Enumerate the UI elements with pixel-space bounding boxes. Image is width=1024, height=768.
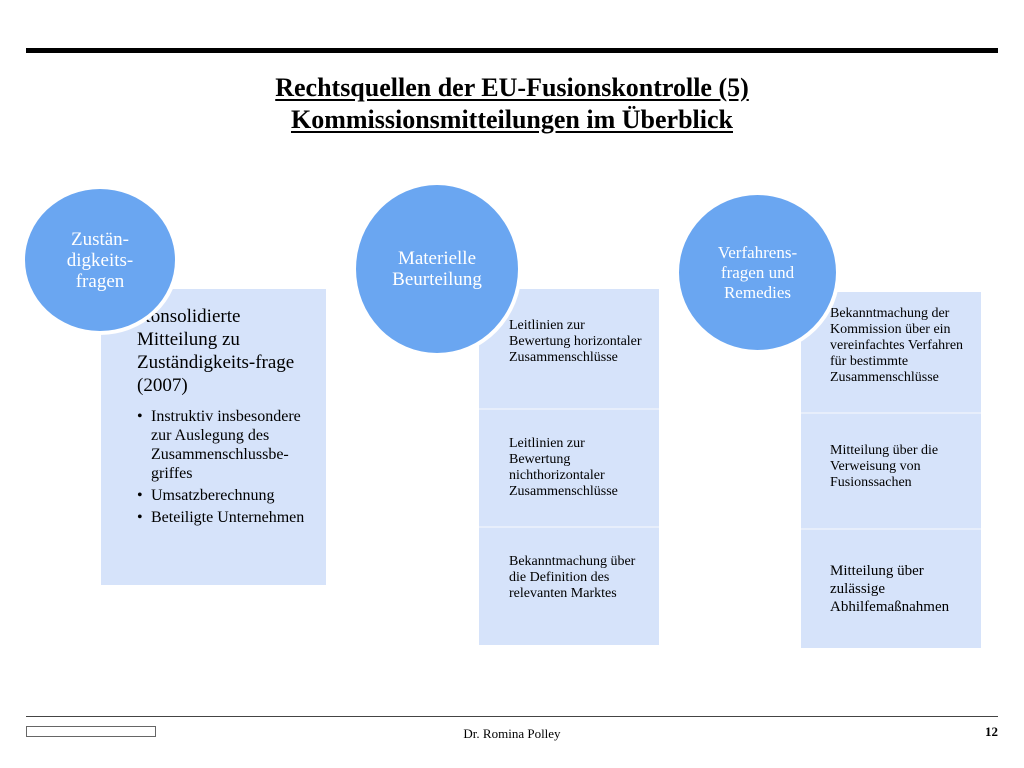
panel-heading-konsolidierte-mitteilung: Konsolidierte Mitteilung zu Zuständigkei… — [137, 306, 295, 396]
footer-box — [26, 726, 156, 737]
divider-box — [479, 526, 659, 645]
footer-author: Dr. Romina Polley — [463, 726, 561, 741]
bullet-item: Umsatzberechnung — [137, 486, 315, 505]
item-referral: Mitteilung über die Verweisung von Fusio… — [830, 443, 939, 490]
circle-label: Verfahrens- fragen und Remedies — [717, 242, 798, 302]
page-number: 12 — [985, 724, 998, 739]
footer-rule — [26, 716, 998, 717]
circle-label: Zustän- digkeits- fragen — [66, 228, 134, 292]
title-line-2: Kommissionsmitteilungen im Überblick — [290, 105, 733, 134]
item-market-definition: Bekanntmachung über die Definition des r… — [509, 554, 636, 601]
bullet-item: Beteiligte Unternehmen — [137, 508, 315, 527]
item-horizontal-guidelines: Leitlinien zur Bewertung horizontaler Zu… — [509, 318, 642, 365]
slide-title: Rechtsquellen der EU-Fusionskontrolle (5… — [0, 72, 1024, 136]
item-remedies: Mitteilung über zulässige Abhilfemaßnahm… — [830, 563, 950, 615]
bullet-list: Instruktiv insbesondere zur Auslegung de… — [137, 407, 315, 530]
circle-materielle-beurteilung: Materielle Beurteilung — [352, 181, 522, 357]
divider-box — [801, 528, 981, 648]
item-simplified-procedure: Bekanntmachung der Kommission über ein v… — [830, 306, 964, 385]
title-line-1: Rechtsquellen der EU-Fusionskontrolle (5… — [275, 73, 749, 102]
divider-box — [479, 408, 659, 526]
item-nonhorizontal-guidelines: Leitlinien zur Bewertung nichthorizontal… — [509, 436, 618, 499]
divider-box — [801, 412, 981, 528]
circle-zustaendigkeitsfragen: Zustän- digkeits- fragen — [21, 185, 179, 335]
top-rule — [26, 48, 998, 53]
circle-label: Materielle Beurteilung — [392, 248, 482, 290]
circle-verfahrensfragen: Verfahrens- fragen und Remedies — [675, 191, 840, 354]
bullet-item: Instruktiv insbesondere zur Auslegung de… — [137, 407, 315, 483]
